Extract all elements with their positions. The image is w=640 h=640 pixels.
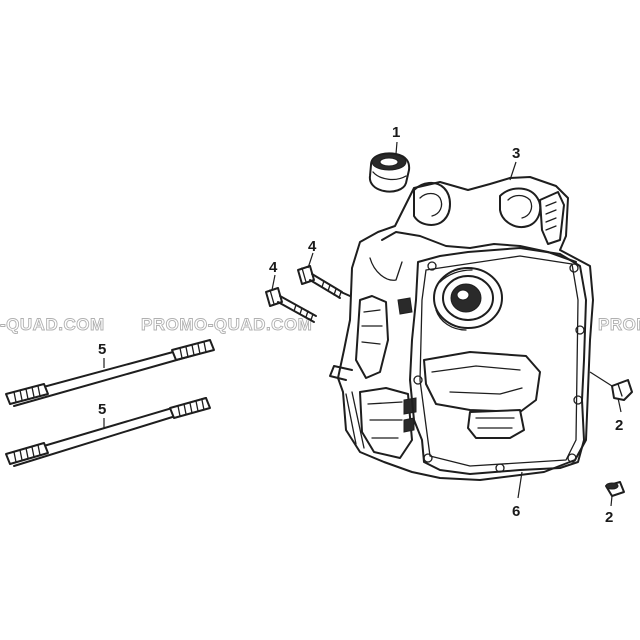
- callout-2-lower: 2: [605, 509, 613, 526]
- dowel-pin-upper-part[interactable]: [611, 379, 633, 401]
- callout-3: 3: [512, 145, 520, 162]
- callout-5-upper: 5: [98, 341, 106, 358]
- callout-4-lower: 4: [269, 259, 278, 276]
- bolt-lower-part[interactable]: [265, 287, 317, 323]
- gasket-bolt-holes: [413, 261, 585, 473]
- callout-2-upper: 2: [615, 417, 623, 434]
- callouts: 1 3 4 4 5 5 2 2 6: [98, 124, 623, 526]
- dowel-pin-lower-part[interactable]: [605, 481, 625, 497]
- watermark-left: -QUAD.COM: [0, 315, 105, 334]
- stud-lower-part[interactable]: [5, 397, 211, 467]
- callout-6: 6: [512, 503, 520, 520]
- gasket-part[interactable]: [409, 247, 587, 475]
- stud-upper-part[interactable]: [5, 339, 215, 407]
- callout-4-upper: 4: [308, 238, 317, 255]
- callout-5-lower: 5: [98, 401, 106, 418]
- crankcase-part[interactable]: [329, 176, 594, 481]
- callout-1: 1: [392, 124, 400, 141]
- watermark-right: PROM: [598, 315, 640, 334]
- leader-lines: [103, 141, 622, 507]
- bolt-upper-part[interactable]: [297, 265, 351, 299]
- watermark-center-left: PROMO-QUAD.COM: [141, 315, 312, 334]
- bushing-part[interactable]: [368, 152, 411, 193]
